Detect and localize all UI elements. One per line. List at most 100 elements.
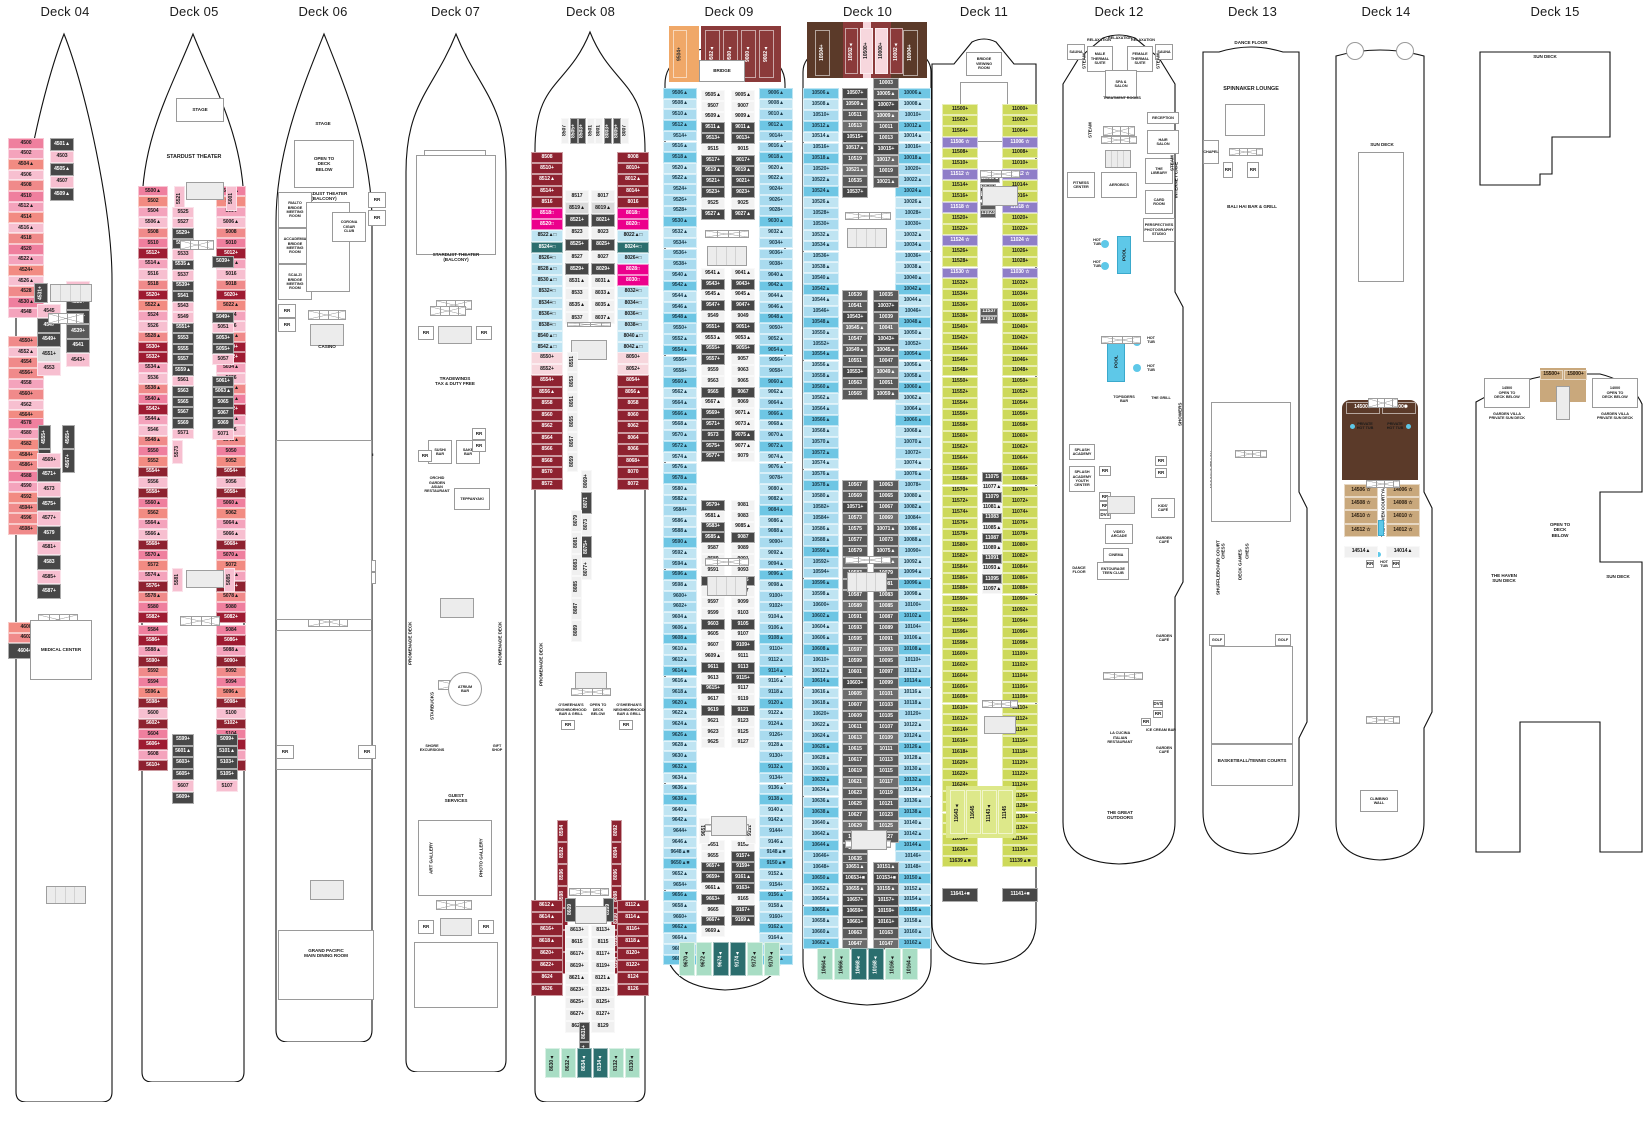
cabin-9041[interactable]: 9041▲: [731, 268, 755, 279]
cabin-4526[interactable]: 4526▲: [8, 275, 44, 287]
cabin-8129[interactable]: 8129: [591, 1021, 615, 1033]
cabin-10146[interactable]: 10146+: [895, 851, 931, 862]
cabin-11596[interactable]: 11596+: [942, 627, 978, 639]
cabin-10051[interactable]: 10051: [873, 378, 899, 389]
cabin-9167[interactable]: 9167+: [731, 904, 755, 916]
cabin-10109[interactable]: 10109: [873, 733, 899, 744]
cabin-8050[interactable]: 8050+: [617, 352, 649, 364]
cabin-11600[interactable]: 11600+: [942, 649, 978, 660]
cabin-10648[interactable]: 10648+: [803, 861, 839, 873]
cabin-8529[interactable]: 8529+: [565, 263, 589, 276]
cabin-11093[interactable]: 11093▲: [982, 563, 1002, 574]
cabin-11054[interactable]: 11054+: [1002, 398, 1038, 410]
cabin-11034[interactable]: 11034+: [1002, 289, 1038, 301]
cabin-8032[interactable]: 8032+□: [617, 286, 649, 298]
cabin-5085[interactable]: 5085: [224, 568, 235, 592]
cabin-10577[interactable]: 10577: [842, 535, 868, 546]
cabin-10038[interactable]: 10038▲: [895, 262, 931, 274]
cabin-11504[interactable]: 11504+: [942, 125, 978, 137]
cabin-8570[interactable]: 8570: [531, 467, 563, 479]
cabin-11594[interactable]: 11594+: [942, 616, 978, 628]
cabin-9526[interactable]: 9526+: [663, 195, 697, 206]
cabin-11502[interactable]: 11502+: [942, 114, 978, 126]
cabin-11566[interactable]: 11566+: [942, 463, 978, 475]
cabin-10049[interactable]: 10049▲: [873, 367, 899, 378]
cabin-9105[interactable]: 9105: [731, 618, 755, 630]
cabin-8619[interactable]: 8619+: [565, 961, 589, 973]
stairs-villa[interactable]: [1556, 386, 1570, 420]
cabin-9009[interactable]: 9009▲: [731, 111, 755, 123]
cabin-9591[interactable]: 9591: [701, 564, 725, 576]
cabin-11618[interactable]: 11618+: [942, 747, 978, 758]
cabin-8551[interactable]: 8551: [567, 352, 578, 372]
cabin-8034[interactable]: 8034+□: [617, 297, 649, 309]
cabin-10019[interactable]: 10019: [873, 166, 899, 177]
cabin-9565[interactable]: 9565: [701, 386, 725, 398]
cabin-11560[interactable]: 11560+: [942, 431, 978, 442]
cabin-8060[interactable]: 8060: [617, 409, 649, 421]
cabin-10610[interactable]: 10610+: [803, 654, 839, 666]
cabin-8008[interactable]: 8008: [617, 152, 649, 164]
cabin-9636[interactable]: 9636▲: [663, 783, 697, 795]
cabin-9157[interactable]: 9157+: [731, 850, 755, 862]
stairs-mid[interactable]: [440, 598, 474, 618]
cabin-9618[interactable]: 9618▲: [663, 687, 697, 698]
cabin-11516[interactable]: 11516+: [942, 191, 978, 203]
cabin-5066[interactable]: 5066▲: [216, 529, 246, 540]
elevators-aft[interactable]: [1103, 672, 1143, 680]
cabin-11136[interactable]: 11136+: [1002, 845, 1038, 857]
cabin-9674[interactable]: 9674▲: [713, 942, 729, 976]
cabin-10007[interactable]: 10007+: [873, 100, 899, 111]
cabin-9548[interactable]: 9548▲: [663, 312, 697, 324]
cabin-5573[interactable]: 5573: [172, 440, 183, 464]
cabin-10526[interactable]: 10526▲: [803, 197, 839, 208]
cabin-9667[interactable]: 9667+: [701, 915, 725, 927]
cabin-8132[interactable]: 8132▲: [609, 1048, 624, 1078]
cabin-8051[interactable]: 8051: [567, 392, 578, 412]
cabin-4571[interactable]: 4571+: [37, 467, 61, 483]
cabin-9562[interactable]: 9562▲: [663, 387, 697, 399]
cabin-10615[interactable]: 10615: [842, 744, 868, 755]
cabin-5525[interactable]: 5525: [172, 207, 194, 218]
cabin-4507[interactable]: 4507: [50, 175, 74, 188]
cabin-11089[interactable]: 11089▲: [982, 543, 1002, 554]
cabin-11052[interactable]: 11052+: [1002, 387, 1038, 399]
cabin-4531[interactable]: 4531+: [34, 283, 48, 303]
cabin-10564[interactable]: 10564▲: [803, 404, 839, 415]
cabin-5022[interactable]: 5022▲: [216, 300, 246, 311]
cabin-11622[interactable]: 11622+: [942, 768, 978, 780]
cabin-10661[interactable]: 10661+: [842, 917, 868, 928]
cabin-8550[interactable]: 8550+: [531, 352, 563, 364]
cabin-10553[interactable]: 10553+: [842, 367, 868, 378]
cabin-10613[interactable]: 10613: [842, 733, 868, 744]
cabin-5543[interactable]: 5543: [172, 301, 194, 312]
cabin-8077[interactable]: 8077+: [581, 558, 592, 580]
cabin-10063[interactable]: 10063: [873, 480, 899, 491]
cabin-11574[interactable]: 11574+: [942, 507, 978, 519]
suite-9002[interactable]: 9002▲: [759, 30, 774, 78]
cabin-9520[interactable]: 9520▲: [663, 162, 697, 174]
cabin-9116[interactable]: 9116▲: [759, 676, 793, 688]
cabin-9505[interactable]: 9505▲: [701, 90, 725, 101]
stairs-fwd[interactable]: [1105, 150, 1131, 168]
cabin-9121[interactable]: 9121: [731, 705, 755, 716]
cabin-9062[interactable]: 9062▲: [759, 387, 793, 399]
cabin-10011[interactable]: 10011: [873, 122, 899, 133]
cabin-8087[interactable]: 8087: [571, 598, 582, 620]
cabin-8066[interactable]: 8066: [617, 444, 649, 456]
cabin-8040[interactable]: 8040▲□: [617, 331, 649, 343]
cabin-10512[interactable]: 10512▲: [803, 120, 839, 132]
cabin-4578[interactable]: 4578: [8, 418, 44, 429]
cabin-8532[interactable]: 8532+□: [531, 286, 563, 298]
cabin-9155[interactable]: 9155: [731, 840, 755, 851]
cabin-9564[interactable]: 9564▲: [663, 398, 697, 409]
cabin-9657[interactable]: 9657+: [701, 861, 725, 873]
cabin-11506[interactable]: 11506 ☆: [942, 136, 978, 148]
cabin-9584[interactable]: 9584+: [663, 505, 697, 516]
cabin-9665[interactable]: 9665: [701, 904, 725, 916]
cabin-10528[interactable]: 10528+: [803, 207, 839, 219]
cabin-10574[interactable]: 10574▲: [803, 458, 839, 470]
cabin-9152[interactable]: 9152▲: [759, 869, 793, 880]
cabin-9093[interactable]: 9093: [731, 564, 755, 576]
cabin-9541[interactable]: 9541▲: [701, 268, 725, 279]
